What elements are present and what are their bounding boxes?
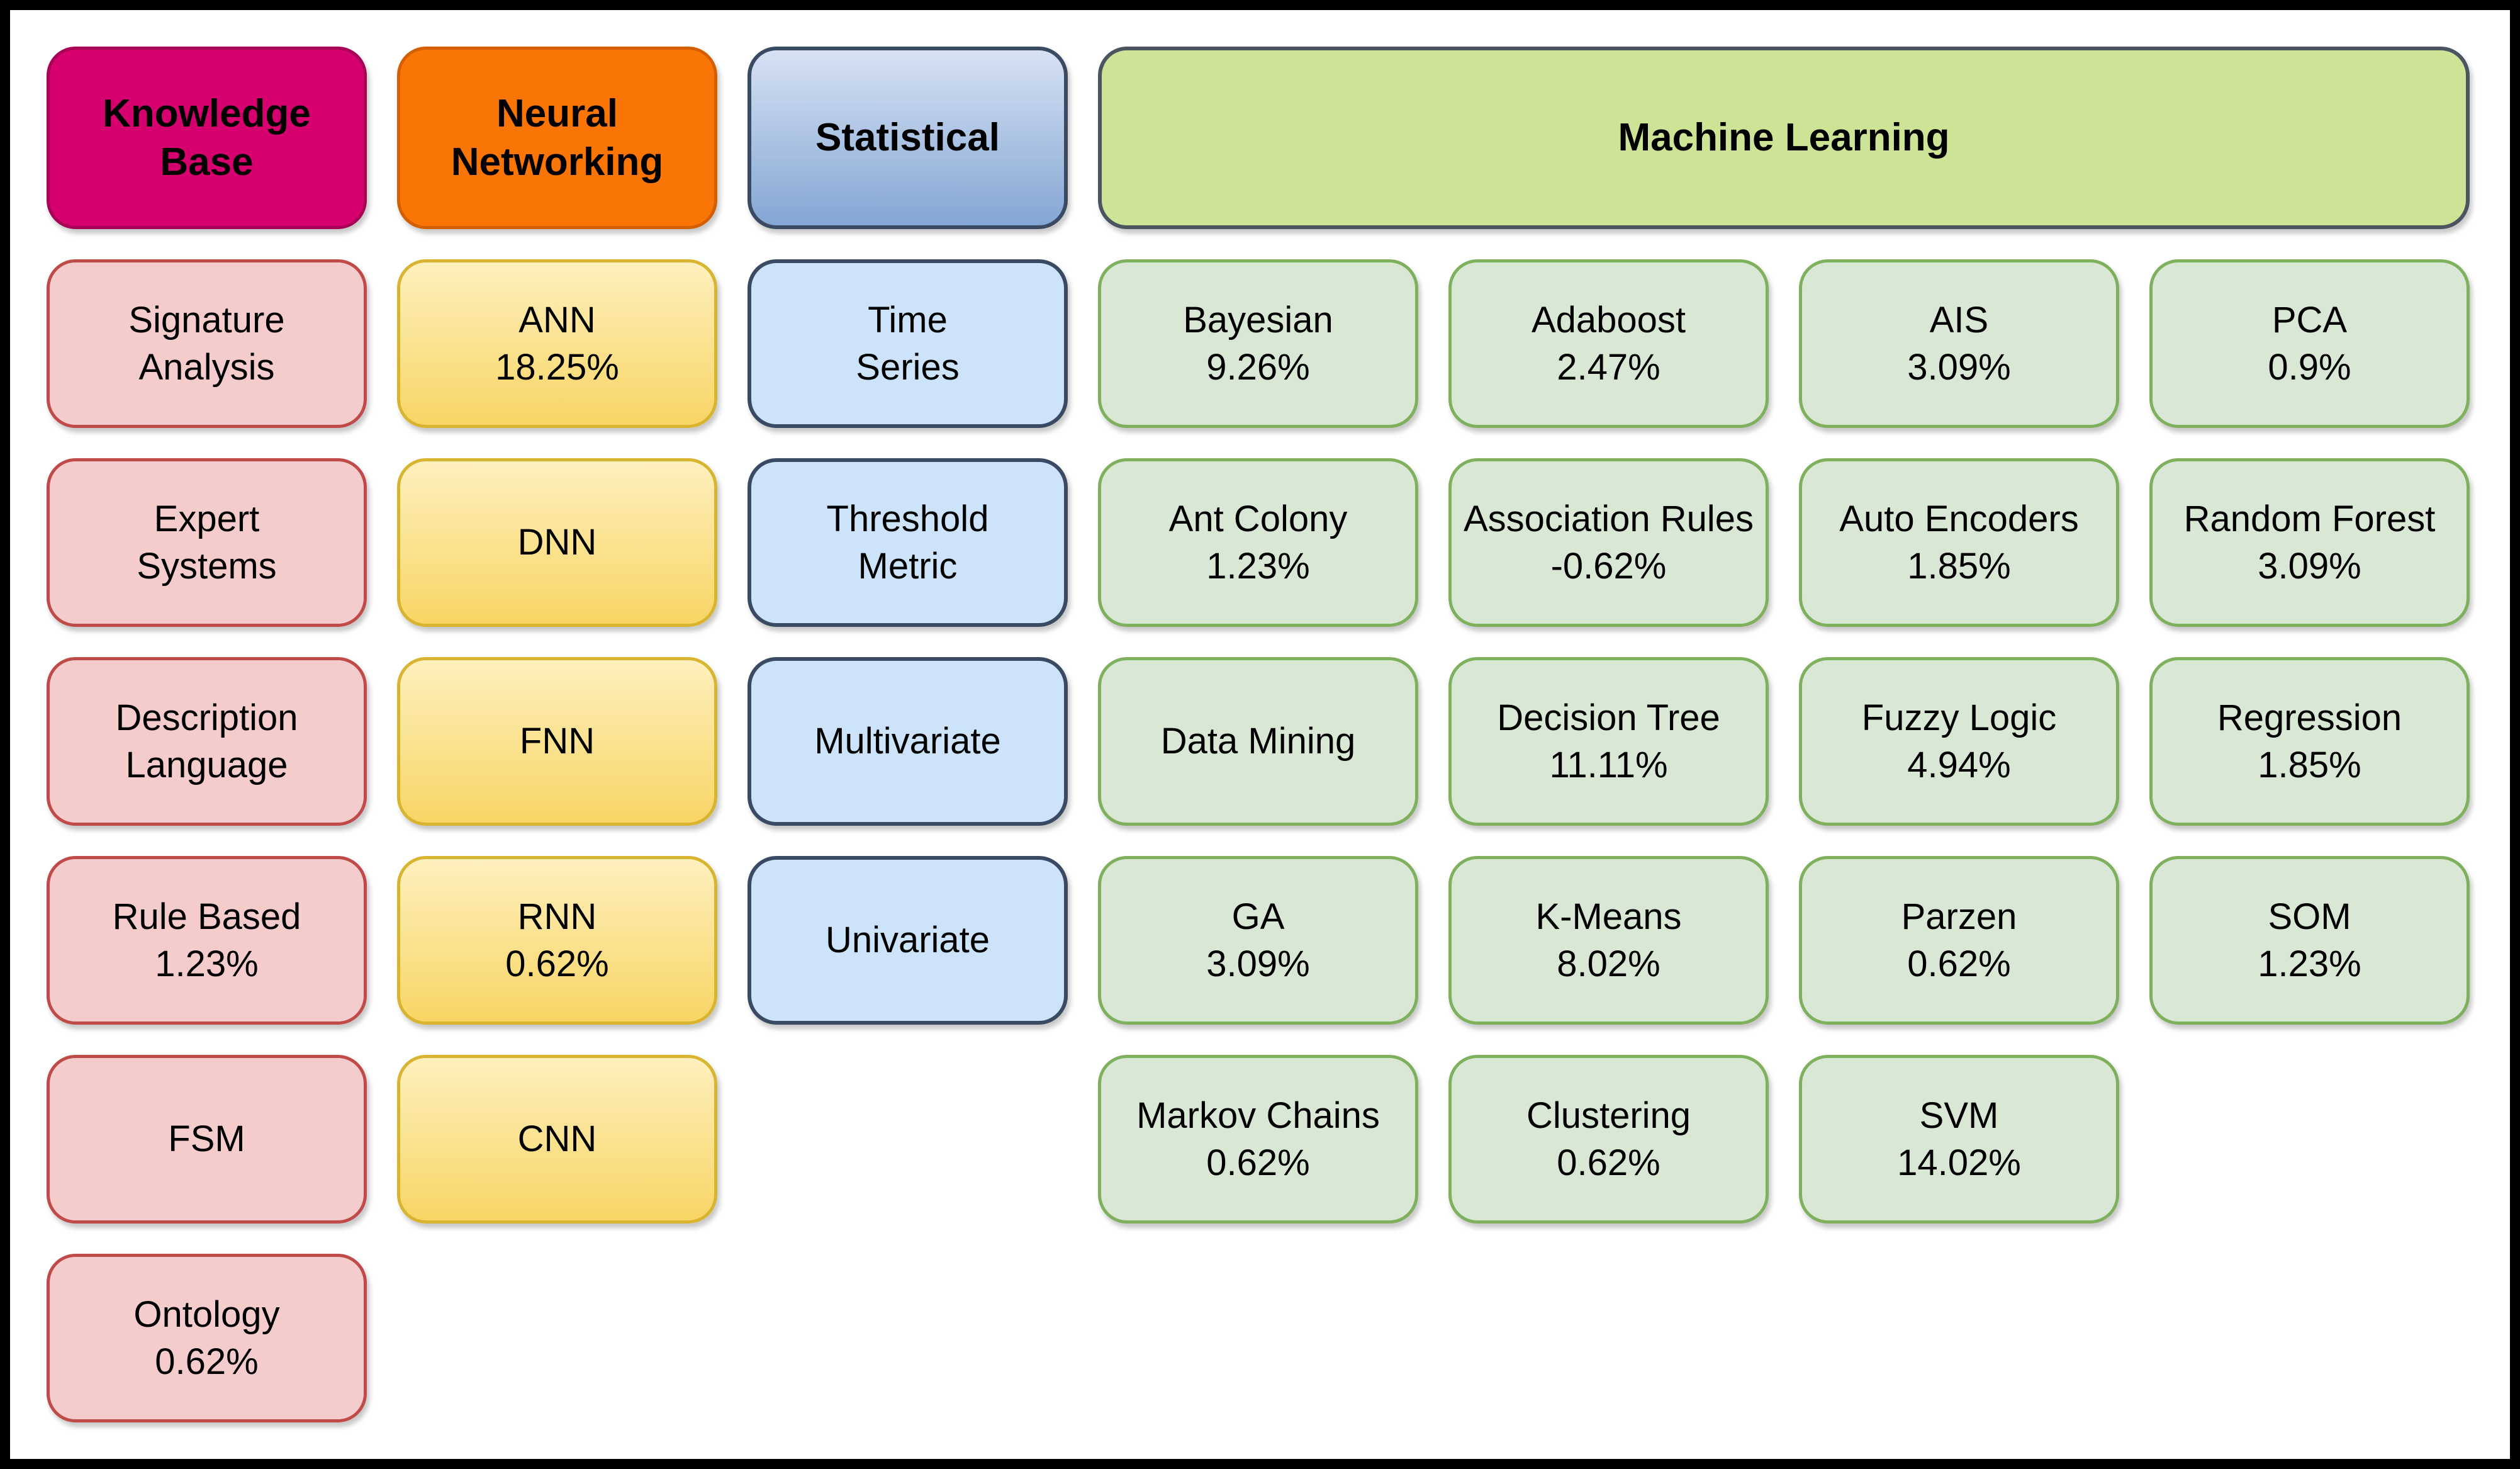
- cell-fnn: FNN: [397, 657, 717, 826]
- cell-decision-tree: Decision Tree 11.11%: [1448, 657, 1769, 826]
- cell-dnn: DNN: [397, 458, 717, 627]
- ml-subcolumn-4: PCA 0.9% Random Forest 3.09% Regression …: [2149, 259, 2470, 1224]
- cell-cnn: CNN: [397, 1055, 717, 1224]
- cell-ann: ANN 18.25%: [397, 259, 717, 428]
- cell-som: SOM 1.23%: [2149, 856, 2470, 1025]
- header-label: Machine Learning: [1618, 116, 1950, 160]
- cell-svm: SVM 14.02%: [1799, 1055, 2119, 1224]
- cell-multivariate: Multivariate: [748, 657, 1068, 826]
- cell-bayesian: Bayesian 9.26%: [1098, 259, 1418, 428]
- cell-expert-systems: Expert Systems: [47, 458, 367, 627]
- header-label: Statistical: [815, 116, 1000, 160]
- column-statistical: Statistical Time Series Threshold Metric…: [748, 47, 1068, 1422]
- column-knowledge-base: Knowledge Base Signature Analysis Expert…: [47, 47, 367, 1422]
- cell-pca: PCA 0.9%: [2149, 259, 2470, 428]
- header-label: Knowledge Base: [103, 91, 311, 184]
- cell-ais: AIS 3.09%: [1799, 259, 2119, 428]
- cell-fuzzy-logic: Fuzzy Logic 4.94%: [1799, 657, 2119, 826]
- cell-clustering: Clustering 0.62%: [1448, 1055, 1769, 1224]
- column-header-machine-learning: Machine Learning: [1098, 47, 2470, 229]
- cell-rnn: RNN 0.62%: [397, 856, 717, 1025]
- header-label: Neural Networking: [451, 91, 664, 184]
- cell-description-language: Description Language: [47, 657, 367, 826]
- cell-threshold-metric: Threshold Metric: [748, 458, 1068, 627]
- column-header-knowledge-base: Knowledge Base: [47, 47, 367, 229]
- ml-subcolumn-1: Bayesian 9.26% Ant Colony 1.23% Data Min…: [1098, 259, 1418, 1224]
- ml-subcolumn-3: AIS 3.09% Auto Encoders 1.85% Fuzzy Logi…: [1799, 259, 2119, 1224]
- cell-markov-chains: Markov Chains 0.62%: [1098, 1055, 1418, 1224]
- column-group-machine-learning: Machine Learning Bayesian 9.26% Ant Colo…: [1098, 47, 2470, 1422]
- cell-signature-analysis: Signature Analysis: [47, 259, 367, 428]
- cell-k-means: K-Means 8.02%: [1448, 856, 1769, 1025]
- cell-data-mining: Data Mining: [1098, 657, 1418, 826]
- column-header-neural-networking: Neural Networking: [397, 47, 717, 229]
- cell-fsm: FSM: [47, 1055, 367, 1224]
- column-neural-networking: Neural Networking ANN 18.25% DNN FNN RNN…: [397, 47, 717, 1422]
- cell-rule-based: Rule Based 1.23%: [47, 856, 367, 1025]
- cell-ga: GA 3.09%: [1098, 856, 1418, 1025]
- cell-regression: Regression 1.85%: [2149, 657, 2470, 826]
- cell-parzen: Parzen 0.62%: [1799, 856, 2119, 1025]
- taxonomy-board: Knowledge Base Signature Analysis Expert…: [47, 47, 2473, 1422]
- cell-auto-encoders: Auto Encoders 1.85%: [1799, 458, 2119, 627]
- cell-adaboost: Adaboost 2.47%: [1448, 259, 1769, 428]
- cell-univariate: Univariate: [748, 856, 1068, 1025]
- cell-ant-colony: Ant Colony 1.23%: [1098, 458, 1418, 627]
- cell-time-series: Time Series: [748, 259, 1068, 428]
- column-header-statistical: Statistical: [748, 47, 1068, 229]
- cell-association-rules: Association Rules -0.62%: [1448, 458, 1769, 627]
- cell-ontology: Ontology 0.62%: [47, 1254, 367, 1422]
- machine-learning-grid: Bayesian 9.26% Ant Colony 1.23% Data Min…: [1098, 259, 2470, 1224]
- cell-random-forest: Random Forest 3.09%: [2149, 458, 2470, 627]
- ml-subcolumn-2: Adaboost 2.47% Association Rules -0.62% …: [1448, 259, 1769, 1224]
